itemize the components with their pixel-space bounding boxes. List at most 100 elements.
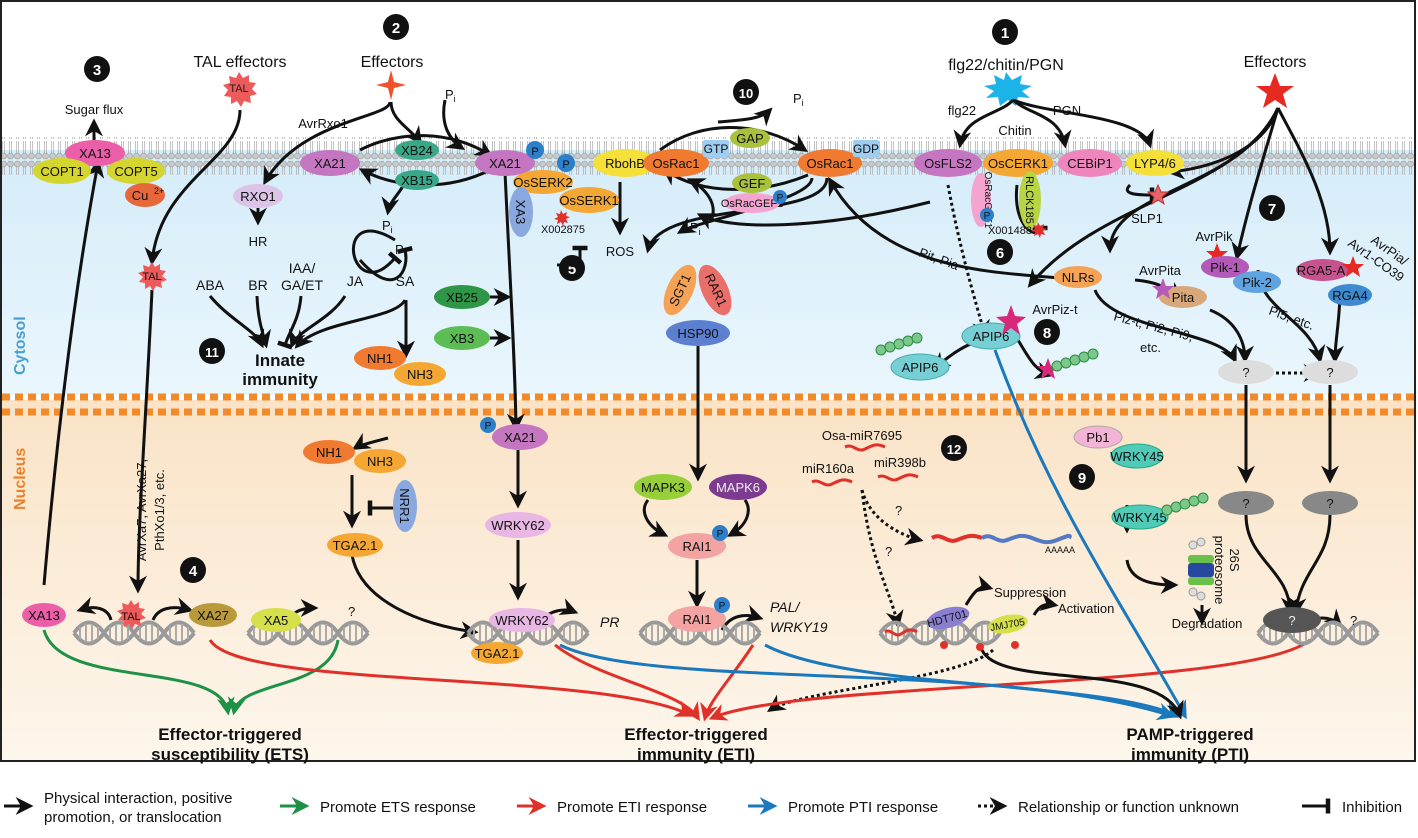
mirna-icon	[877, 473, 919, 482]
protein-rga4: RGA4	[1328, 284, 1372, 306]
protein-xb24: XB24	[395, 140, 439, 160]
protein-wrky45-a: WRKY45	[1110, 443, 1164, 469]
step-badge-2: 2	[383, 14, 409, 40]
protein-wrky62-a: WRKY62	[485, 512, 551, 538]
proteasome-26s-label: 26S	[1227, 548, 1242, 571]
svg-text:XA21: XA21	[504, 430, 536, 445]
svg-text:Promote PTI response: Promote PTI response	[788, 799, 938, 816]
legend-item-pti: Promote PTI response	[748, 797, 938, 816]
x001488-label: X001488	[988, 225, 1032, 237]
svg-text:OsSERK1: OsSERK1	[559, 193, 618, 208]
protein-osrac1-gtp: OsRac1	[643, 149, 709, 177]
step-badge-8: 8	[1034, 319, 1060, 345]
gtp-tag: GTP	[703, 140, 729, 157]
innate-immunity-label-2: immunity	[242, 370, 318, 389]
svg-text:XA13: XA13	[28, 608, 60, 623]
step-badge-9: 9	[1069, 464, 1095, 490]
protein-nh1-nuc: NH1	[303, 440, 355, 464]
svg-text:RLCK185: RLCK185	[1023, 176, 1035, 224]
protein-nrr1: NRR1	[393, 480, 417, 532]
protein-gap: GAP	[730, 128, 770, 148]
phospho-p: P	[980, 208, 994, 222]
svg-text:NRR1: NRR1	[397, 488, 412, 523]
svg-text:3: 3	[93, 62, 101, 79]
pti-outcome-2: immunity (PTI)	[1131, 745, 1249, 764]
svg-text:10: 10	[739, 86, 753, 101]
protein-xa13-membrane: XA13	[65, 140, 125, 166]
svg-text:WRKY45: WRKY45	[1110, 449, 1163, 464]
wrky19-gene-label: WRKY19	[770, 619, 828, 635]
svg-text:MAPK3: MAPK3	[641, 480, 685, 495]
protein-xa3: XA3	[509, 187, 533, 237]
tal-effector-icon	[138, 262, 167, 291]
svg-text:7: 7	[1268, 201, 1276, 218]
svg-text:12: 12	[947, 442, 961, 457]
svg-text:TAL: TAL	[121, 611, 140, 623]
proteasome-label: proteosome	[1212, 536, 1227, 605]
mrna-icon	[930, 533, 983, 543]
svg-text:CEBiP1: CEBiP1	[1067, 156, 1113, 171]
avrpita-star-icon	[1152, 278, 1174, 299]
svg-text:P: P	[777, 193, 784, 204]
eti-outcome: Effector-triggered	[624, 725, 768, 744]
protein-nh3-cyto: NH3	[394, 362, 446, 386]
svg-text:WRKY45: WRKY45	[1113, 510, 1166, 525]
protein-tga21-nuc: TGA2.1	[327, 533, 383, 557]
svg-text:2: 2	[392, 20, 400, 37]
protein-rxo1: RXO1	[233, 184, 283, 208]
svg-text:XA27: XA27	[197, 608, 229, 623]
unknown-protein-cyto-1: ?	[1218, 360, 1274, 384]
svg-text:MAPK6: MAPK6	[716, 480, 760, 495]
svg-text:NLRs: NLRs	[1062, 270, 1095, 285]
svg-text:TAL: TAL	[142, 271, 161, 283]
svg-text:Inhibition: Inhibition	[1342, 799, 1402, 816]
svg-text:RXO1: RXO1	[240, 189, 275, 204]
protein-cebip1: CEBiP1	[1058, 149, 1122, 177]
protein-rai1-a: RAI1	[668, 533, 726, 559]
mrna-icon	[980, 533, 1072, 545]
svg-text:promotion, or translocation: promotion, or translocation	[44, 809, 222, 826]
protein-rai1-b: RAI1	[668, 606, 726, 632]
svg-text:2+: 2+	[154, 186, 164, 196]
protein-wrky45-b: WRKY45	[1111, 504, 1169, 530]
svg-text:XA5: XA5	[264, 613, 289, 628]
svg-text:COPT5: COPT5	[114, 164, 157, 179]
avrpizt-star-icon	[996, 305, 1026, 335]
svg-text:Pik-2: Pik-2	[1242, 275, 1272, 290]
ets-outcome: Effector-triggered	[158, 725, 302, 744]
methylation-mark	[1011, 641, 1019, 649]
protein-gef: GEF	[732, 173, 772, 193]
svg-text:HSP90: HSP90	[677, 326, 718, 341]
avrpita-label: AvrPita	[1139, 263, 1181, 278]
legend-item-physical-interaction: Physical interaction, positive promotion…	[4, 790, 232, 826]
avrpizt-label: AvrPiz-t	[1032, 302, 1078, 317]
svg-text:XB3: XB3	[450, 331, 475, 346]
svg-text:XA3: XA3	[513, 200, 528, 225]
svg-text:RAI1: RAI1	[683, 539, 712, 554]
protein-nh3-nuc: NH3	[354, 449, 406, 473]
inhibitor-burst-icon	[1031, 222, 1047, 238]
svg-text:P: P	[719, 601, 726, 612]
innate-immunity-label: Innate	[255, 351, 305, 370]
svg-text:NH1: NH1	[316, 445, 342, 460]
svg-text:P: P	[717, 529, 724, 540]
gaet-label: GA/ET	[281, 277, 323, 293]
svg-text:6: 6	[996, 245, 1004, 262]
nucleus-label: Nucleus	[12, 448, 29, 510]
activation-label: Activation	[1058, 601, 1114, 616]
protein-jmj705: JMJ705	[988, 614, 1028, 634]
protein-xa27: XA27	[189, 603, 237, 627]
legend-item-ets: Promote ETS response	[280, 797, 476, 816]
svg-text:8: 8	[1043, 325, 1051, 342]
svg-text:COPT1: COPT1	[40, 164, 83, 179]
protein-osracgef1-a: OsRacGEF1	[721, 193, 783, 213]
tal-effector-icon	[117, 600, 146, 629]
protein-rbohb: RbohB	[593, 149, 657, 177]
cytosol-label: Cytosol	[12, 316, 29, 375]
svg-text:Relationship or function unkno: Relationship or function unknown	[1018, 799, 1239, 816]
protein-mapk6: MAPK6	[709, 474, 767, 500]
legend-item-eti: Promote ETI response	[517, 797, 707, 816]
slp1-label: SLP1	[1131, 211, 1163, 226]
svg-text:APIP6: APIP6	[902, 360, 939, 375]
